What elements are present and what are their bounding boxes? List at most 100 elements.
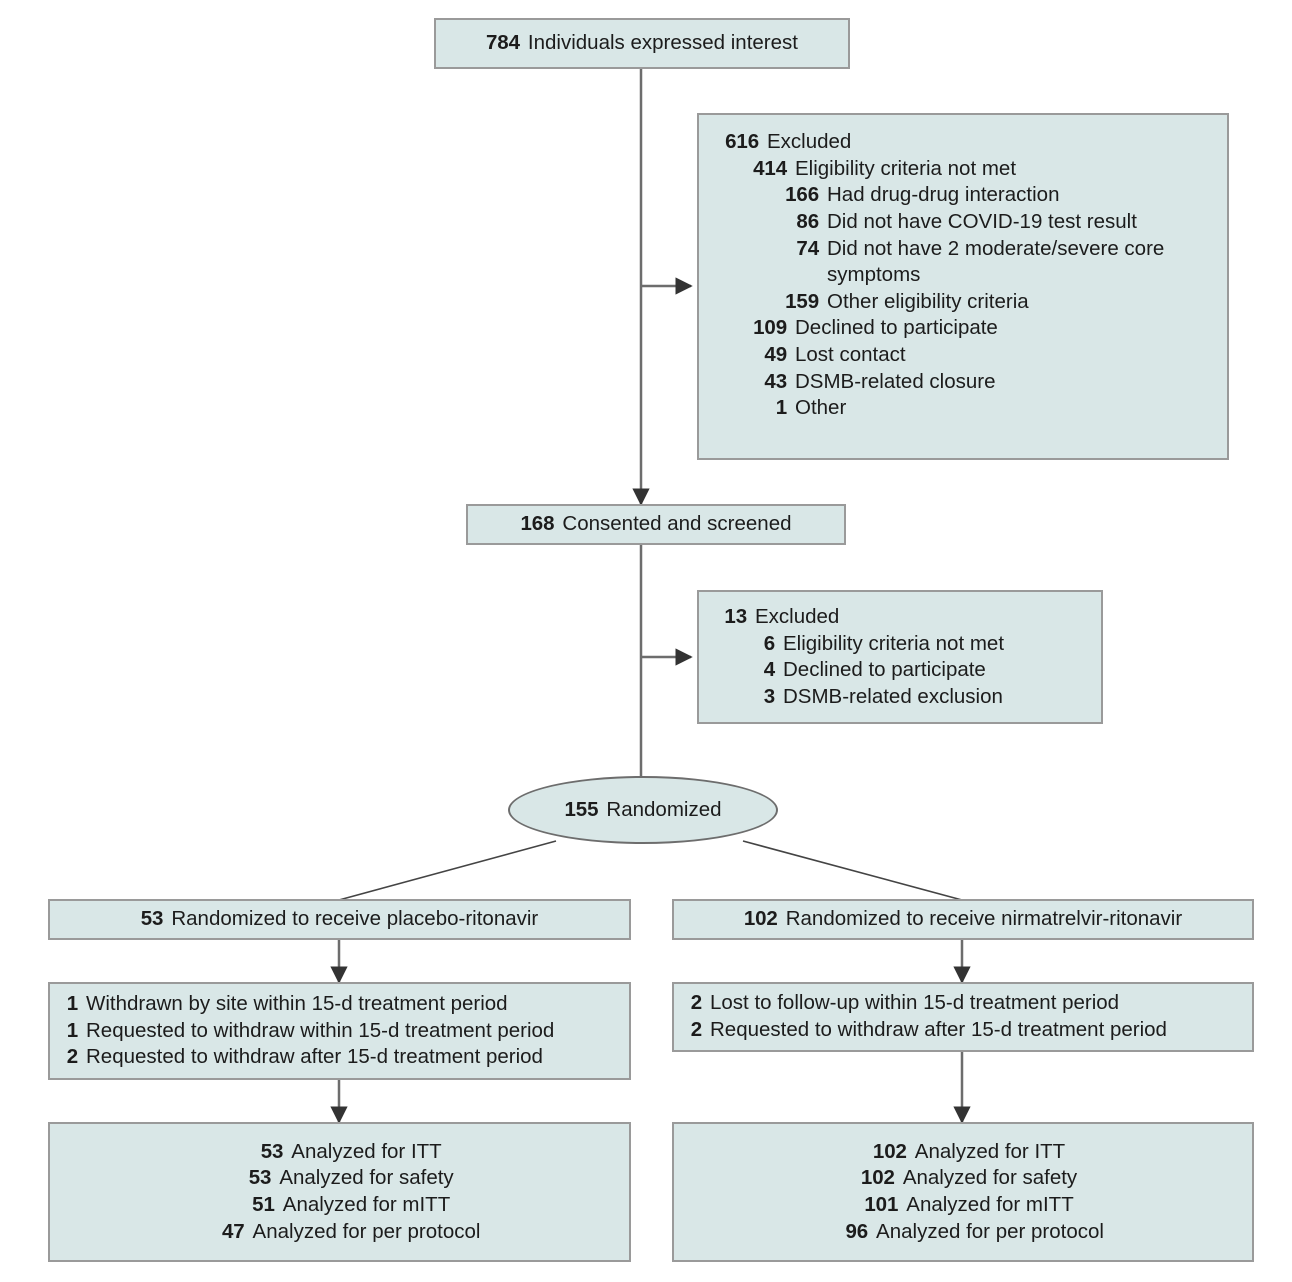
left-analysis-1-count: 53 bbox=[248, 1166, 272, 1190]
left-followup-0: 1 Withdrawn by site within 15-d treatmen… bbox=[62, 991, 621, 1018]
excluded-1-child-3: 43 DSMB-related closure bbox=[713, 369, 1217, 396]
excluded-1-count: 616 bbox=[725, 130, 759, 153]
excluded-2-child-2: 3 DSMB-related exclusion bbox=[713, 684, 1091, 711]
left-followup-1-label: Requested to withdraw within 15-d treatm… bbox=[86, 1018, 555, 1042]
randomized-line: 155 Randomized bbox=[565, 797, 722, 824]
left-followup-0-count: 1 bbox=[66, 992, 78, 1016]
right-analysis-0-label: Analyzed for ITT bbox=[914, 1139, 1066, 1163]
excluded-1-label: Excluded bbox=[767, 130, 852, 153]
excluded-2-child-2-count: 3 bbox=[763, 684, 775, 708]
left-allocation-line: 53 Randomized to receive placebo-ritonav… bbox=[50, 906, 629, 933]
right-followup-0-label: Lost to follow-up within 15-d treatment … bbox=[710, 991, 1120, 1015]
excluded-1-child-0: 414 Eligibility criteria not met bbox=[713, 156, 1217, 183]
right-analysis-2-count: 101 bbox=[864, 1193, 899, 1216]
node-enrollment: 784 Individuals expressed interest bbox=[434, 18, 850, 69]
enrollment-label: Individuals expressed interest bbox=[527, 31, 798, 55]
left-analysis-3: 47 Analyzed for per protocol bbox=[199, 1219, 481, 1246]
excluded-2-child-1: 4 Declined to participate bbox=[713, 657, 1091, 684]
right-analysis-2-label: Analyzed for mITT bbox=[906, 1193, 1074, 1216]
excluded-1-child-0-sub-0: 166 Had drug-drug interaction bbox=[713, 182, 1217, 209]
right-allocation-count: 102 bbox=[743, 907, 778, 931]
left-followup-0-label: Withdrawn by site within 15-d treatment … bbox=[86, 992, 508, 1016]
node-left-analysis: 53 Analyzed for ITT 53 Analyzed for safe… bbox=[48, 1122, 631, 1262]
left-analysis-1: 53 Analyzed for safety bbox=[225, 1165, 454, 1192]
excluded-2-child-0-count: 6 bbox=[763, 631, 775, 655]
left-allocation-label: Randomized to receive placebo-ritonavir bbox=[171, 907, 539, 931]
node-left-allocation: 53 Randomized to receive placebo-ritonav… bbox=[48, 899, 631, 940]
excluded-1-child-0-label: Eligibility criteria not met bbox=[795, 156, 1017, 180]
excluded-1-child-0-count: 414 bbox=[753, 156, 787, 180]
consented-line: 168 Consented and screened bbox=[468, 511, 844, 538]
right-analysis-1-count: 102 bbox=[860, 1166, 895, 1190]
node-randomized: 155 Randomized bbox=[508, 776, 778, 844]
node-right-followup: 2 Lost to follow-up within 15-d treatmen… bbox=[672, 982, 1254, 1052]
excluded-1-child-3-label: DSMB-related closure bbox=[795, 369, 996, 393]
excluded-1-child-0-sub-3-label: Other eligibility criteria bbox=[827, 289, 1029, 313]
excluded-1-child-4-count: 1 bbox=[775, 396, 787, 420]
right-analysis-1-label: Analyzed for safety bbox=[902, 1166, 1078, 1190]
excluded-2-line: 13 Excluded bbox=[713, 604, 1091, 631]
excluded-2-child-1-label: Declined to participate bbox=[783, 658, 986, 682]
right-allocation-line: 102 Randomized to receive nirmatrelvir-r… bbox=[674, 906, 1252, 933]
left-followup-2-count: 2 bbox=[66, 1045, 78, 1069]
consented-label: Consented and screened bbox=[562, 512, 792, 536]
right-analysis-0: 102 Analyzed for ITT bbox=[861, 1139, 1065, 1166]
excluded-1-child-0-sub-0-label: Had drug-drug interaction bbox=[827, 183, 1060, 207]
excluded-1-child-2-label: Lost contact bbox=[795, 343, 906, 367]
excluded-1-child-0-sub-2: 74 Did not have 2 moderate/severe core s… bbox=[713, 236, 1217, 289]
excluded-1-child-0-sub-3-count: 159 bbox=[785, 289, 819, 313]
right-analysis-3-count: 96 bbox=[845, 1219, 869, 1243]
right-analysis-2: 101 Analyzed for mITT bbox=[852, 1192, 1073, 1219]
randomized-count: 155 bbox=[564, 797, 599, 821]
left-followup-2: 2 Requested to withdraw after 15-d treat… bbox=[62, 1044, 621, 1071]
excluded-1-child-4-label: Other bbox=[795, 396, 847, 420]
right-analysis-3: 96 Analyzed for per protocol bbox=[822, 1219, 1104, 1246]
excluded-1-child-0-sub-1-label: Did not have COVID-19 test result bbox=[827, 209, 1137, 233]
left-analysis-3-count: 47 bbox=[221, 1219, 245, 1243]
left-analysis-2-label: Analyzed for mITT bbox=[282, 1193, 451, 1216]
line-randomized-to-left-arm bbox=[338, 840, 557, 901]
right-analysis-1: 102 Analyzed for safety bbox=[849, 1165, 1077, 1192]
excluded-1-child-0-sub-0-count: 166 bbox=[785, 183, 819, 207]
excluded-1-child-0-sub-1-count: 86 bbox=[796, 209, 819, 233]
node-excluded-2: 13 Excluded 6 Eligibility criteria not m… bbox=[697, 590, 1103, 724]
excluded-2-child-0: 6 Eligibility criteria not met bbox=[713, 631, 1091, 658]
excluded-1-child-0-sub-1: 86 Did not have COVID-19 test result bbox=[713, 209, 1217, 236]
excluded-1-child-0-sub-3: 159 Other eligibility criteria bbox=[713, 289, 1217, 316]
excluded-2-label: Excluded bbox=[755, 605, 840, 628]
excluded-1-child-2-count: 49 bbox=[764, 343, 787, 367]
right-followup-0: 2 Lost to follow-up within 15-d treatmen… bbox=[686, 990, 1244, 1017]
left-followup-1: 1 Requested to withdraw within 15-d trea… bbox=[62, 1018, 621, 1045]
excluded-2-child-1-count: 4 bbox=[763, 658, 775, 682]
line-randomized-to-right-arm bbox=[742, 840, 963, 901]
left-analysis-2-count: 51 bbox=[252, 1193, 275, 1216]
excluded-2-child-2-label: DSMB-related exclusion bbox=[783, 684, 1003, 708]
left-analysis-0-count: 53 bbox=[260, 1139, 284, 1163]
enrollment-line: 784 Individuals expressed interest bbox=[436, 30, 848, 57]
excluded-1-child-1: 109 Declined to participate bbox=[713, 315, 1217, 342]
excluded-1-child-0-sub-2-label: Did not have 2 moderate/severe core symp… bbox=[827, 236, 1165, 287]
randomized-label: Randomized bbox=[606, 797, 722, 821]
excluded-1-child-1-label: Declined to participate bbox=[795, 316, 998, 340]
node-consented: 168 Consented and screened bbox=[466, 504, 846, 545]
left-analysis-3-label: Analyzed for per protocol bbox=[252, 1219, 481, 1243]
excluded-1-child-2: 49 Lost contact bbox=[713, 342, 1217, 369]
right-analysis-3-label: Analyzed for per protocol bbox=[876, 1219, 1104, 1243]
excluded-1-child-1-count: 109 bbox=[753, 316, 787, 340]
right-followup-1-count: 2 bbox=[690, 1018, 702, 1041]
right-followup-0-count: 2 bbox=[690, 991, 702, 1015]
left-analysis-0-label: Analyzed for ITT bbox=[291, 1139, 442, 1163]
left-analysis-0: 53 Analyzed for ITT bbox=[237, 1139, 442, 1166]
right-allocation-label: Randomized to receive nirmatrelvir-riton… bbox=[785, 907, 1183, 931]
consented-count: 168 bbox=[520, 512, 555, 536]
node-left-followup: 1 Withdrawn by site within 15-d treatmen… bbox=[48, 982, 631, 1080]
right-followup-1-label: Requested to withdraw after 15-d treatme… bbox=[710, 1018, 1167, 1041]
right-analysis-0-count: 102 bbox=[872, 1139, 907, 1163]
excluded-1-line: 616 Excluded bbox=[713, 129, 1217, 156]
left-allocation-count: 53 bbox=[140, 907, 164, 931]
excluded-1-child-4: 1 Other bbox=[713, 395, 1217, 422]
right-followup-1: 2 Requested to withdraw after 15-d treat… bbox=[686, 1017, 1244, 1044]
left-followup-2-label: Requested to withdraw after 15-d treatme… bbox=[86, 1045, 543, 1069]
node-excluded-1: 616 Excluded 414 Eligibility criteria no… bbox=[697, 113, 1229, 460]
